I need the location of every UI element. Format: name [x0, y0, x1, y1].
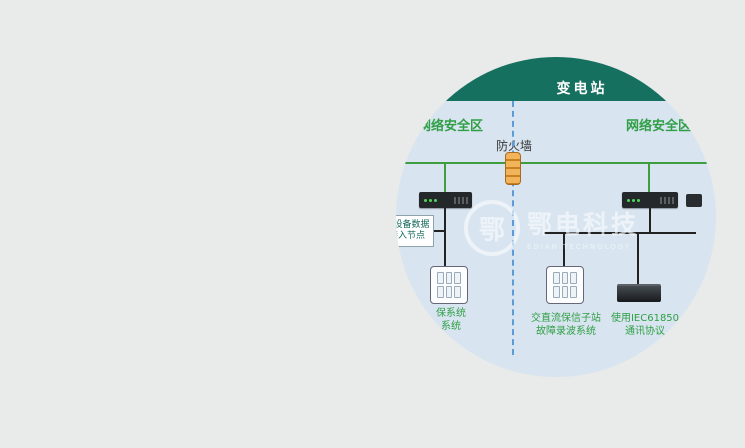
- switch-ports: [454, 196, 468, 204]
- substation-header-band: [396, 57, 716, 101]
- watermark-text-block: 鄂电科技 EDIAN TECHNOLOGY: [527, 205, 639, 251]
- magnifier-circle: 变电站 网络安全区 网络安全区 防火墙 主设备数据 接入节点: [396, 57, 716, 377]
- watermark-en-text: EDIAN TECHNOLOGY: [527, 243, 632, 251]
- caption-middle: 交直流保信子站 故障录波系统: [522, 313, 610, 338]
- drop-line-left: [444, 208, 446, 266]
- access-node-line2: 接入节点: [396, 231, 425, 241]
- caption-right-line2: 通讯协议: [625, 325, 665, 337]
- switch-ports: [660, 196, 674, 204]
- protection-device-middle-icon: [546, 266, 584, 304]
- uplink-right-green-line: [648, 163, 650, 193]
- protection-device-left-icon: [430, 266, 468, 304]
- connector-node-line: [434, 230, 446, 232]
- watermark: 鄂 鄂电科技 EDIAN TECHNOLOGY: [464, 200, 639, 256]
- access-node-line1: 主设备数据: [396, 220, 430, 230]
- caption-left-line1: 保系统: [436, 308, 466, 319]
- backbone-green-line: [396, 162, 716, 164]
- bus-line-right: [544, 232, 696, 234]
- switch-leds: [424, 198, 437, 202]
- switch-leds: [627, 198, 640, 202]
- network-switch-left-icon: [419, 192, 472, 208]
- recorder-device-icon: [617, 284, 661, 302]
- caption-right-line1: 使用IEC61850: [610, 313, 680, 324]
- caption-left-line2: 系统: [441, 320, 461, 332]
- drop-line-middle: [563, 234, 565, 266]
- zone-label-right: 网络安全区: [626, 119, 692, 134]
- uplink-left-green-line: [444, 163, 446, 193]
- zone-label-left: 网络安全区: [418, 119, 484, 134]
- caption-left: 保系统 系统: [426, 308, 476, 333]
- caption-right: 使用IEC61850 通讯协议: [600, 313, 690, 338]
- clipped-device-fragment: [686, 194, 702, 207]
- watermark-cn-text: 鄂电科技: [527, 210, 640, 239]
- substation-title: 变电站: [556, 81, 608, 97]
- security-boundary-dashed-line: [512, 101, 514, 355]
- caption-middle-line1: 交直流保信子站: [531, 313, 601, 324]
- switch-right-downlink: [649, 208, 651, 234]
- firewall-icon: [505, 152, 521, 185]
- drop-line-recorder: [637, 234, 639, 284]
- network-switch-right-icon: [622, 192, 678, 208]
- access-node-label-box: 主设备数据 接入节点: [396, 215, 434, 247]
- caption-middle-line2: 故障录波系统: [536, 325, 596, 337]
